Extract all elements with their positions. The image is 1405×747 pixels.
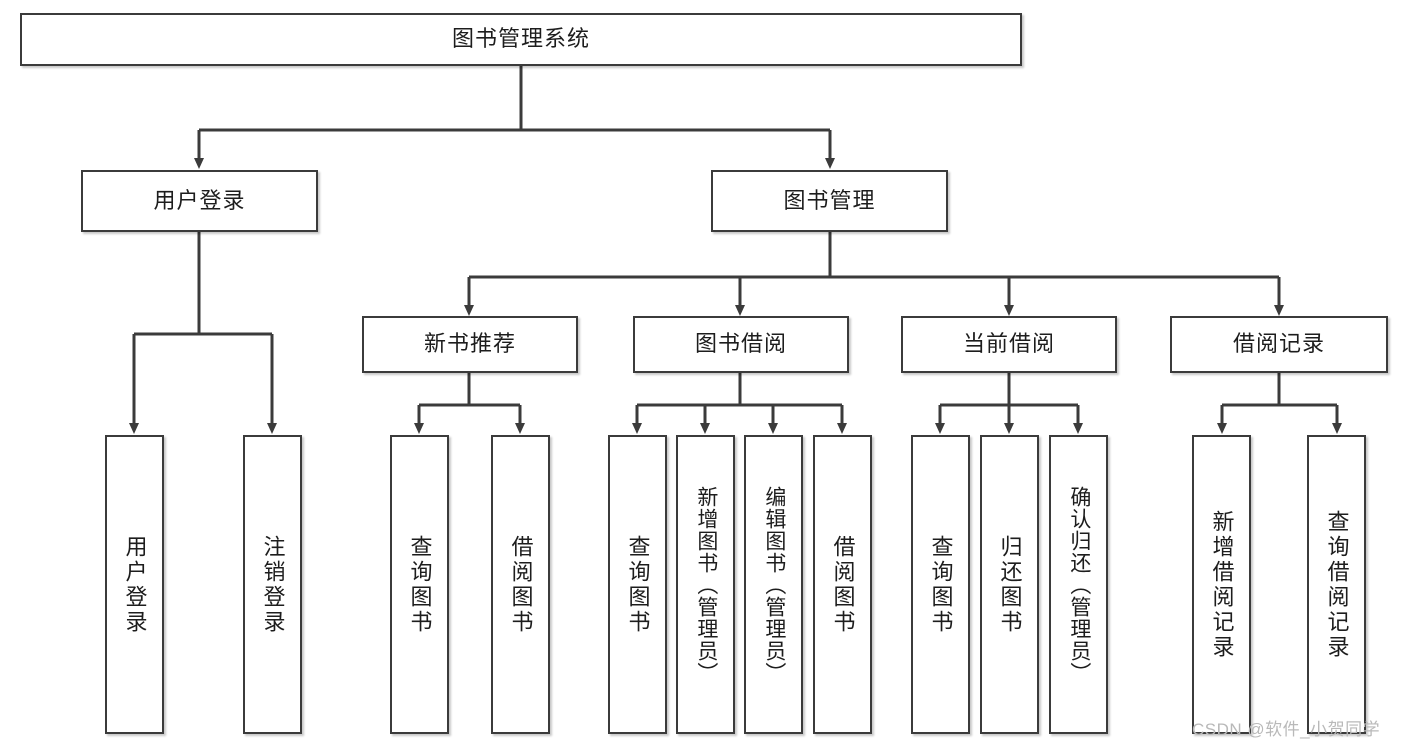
node-book-management[interactable]: 图书管理 <box>711 170 948 232</box>
node-book-borrow[interactable]: 图书借阅 <box>633 316 849 373</box>
leaf-add-borrow-record[interactable]: 新增借阅记录 <box>1192 435 1251 734</box>
leaf-query-book-borrow[interactable]: 查询图书 <box>608 435 667 734</box>
node-root[interactable]: 图书管理系统 <box>20 13 1022 66</box>
node-borrow-record[interactable]: 借阅记录 <box>1170 316 1388 373</box>
leaf-confirm-return-admin[interactable]: 确认归还（管理员） <box>1049 435 1108 734</box>
node-user-login[interactable]: 用户登录 <box>81 170 318 232</box>
leaf-borrow-book-new-recommend[interactable]: 借阅图书 <box>491 435 550 734</box>
node-current-borrow[interactable]: 当前借阅 <box>901 316 1117 373</box>
leaf-edit-book-admin[interactable]: 编辑图书（管理员） <box>744 435 803 734</box>
leaf-logout-login[interactable]: 注销登录 <box>243 435 302 734</box>
leaf-return-book[interactable]: 归还图书 <box>980 435 1039 734</box>
leaf-borrow-book-borrow[interactable]: 借阅图书 <box>813 435 872 734</box>
node-new-book-recommend[interactable]: 新书推荐 <box>362 316 578 373</box>
leaf-query-book-new-recommend[interactable]: 查询图书 <box>390 435 449 734</box>
leaf-query-book-current[interactable]: 查询图书 <box>911 435 970 734</box>
leaf-add-book-admin[interactable]: 新增图书（管理员） <box>676 435 735 734</box>
leaf-user-login[interactable]: 用户登录 <box>105 435 164 734</box>
leaf-query-borrow-record[interactable]: 查询借阅记录 <box>1307 435 1366 734</box>
csdn-watermark: CSDN @软件_小贺同学 <box>1192 720 1381 739</box>
